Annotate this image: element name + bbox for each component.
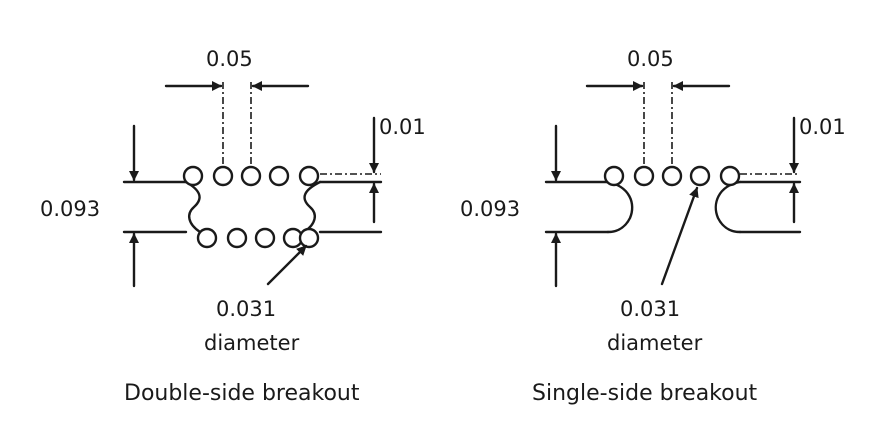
via-hole	[719, 165, 741, 187]
via-hole	[268, 165, 290, 187]
left-uturn-curve	[605, 180, 634, 234]
width-label: 0.093	[40, 197, 100, 221]
via-hole	[689, 165, 711, 187]
single-side-caption: Single-side breakout	[532, 381, 758, 406]
diameter-value-label: 0.031	[620, 297, 680, 321]
left-breakout-curve	[184, 180, 202, 234]
via-hole	[240, 165, 262, 187]
diameter-word-label: diameter	[204, 331, 300, 355]
via-hole	[298, 227, 320, 249]
diameter-value-label: 0.031	[216, 297, 276, 321]
via-hole	[661, 165, 683, 187]
diameter-word-label: diameter	[607, 331, 703, 355]
gap-label: 0.01	[379, 115, 426, 139]
diameter-leader-arrow	[660, 186, 699, 286]
gap-label: 0.01	[799, 115, 846, 139]
pitch-label: 0.05	[627, 47, 674, 71]
via-hole	[254, 227, 276, 249]
right-uturn-curve	[714, 180, 742, 234]
width-label: 0.093	[460, 197, 520, 221]
double-side-caption: Double-side breakout	[124, 381, 360, 406]
diameter-leader-arrow	[266, 244, 308, 286]
via-hole	[182, 165, 204, 187]
via-hole	[226, 227, 248, 249]
via-hole	[298, 165, 320, 187]
single-side-panel: 0.05 0.01 0.093 0.031 diameter Single-si…	[460, 47, 846, 406]
right-breakout-curve	[302, 180, 322, 234]
double-side-panel: 0.05 0.01 0.093 0.031 diameter Double-si…	[40, 47, 426, 406]
via-hole	[633, 165, 655, 187]
pitch-label: 0.05	[206, 47, 253, 71]
via-hole	[196, 227, 218, 249]
via-hole	[212, 165, 234, 187]
via-hole	[603, 165, 625, 187]
